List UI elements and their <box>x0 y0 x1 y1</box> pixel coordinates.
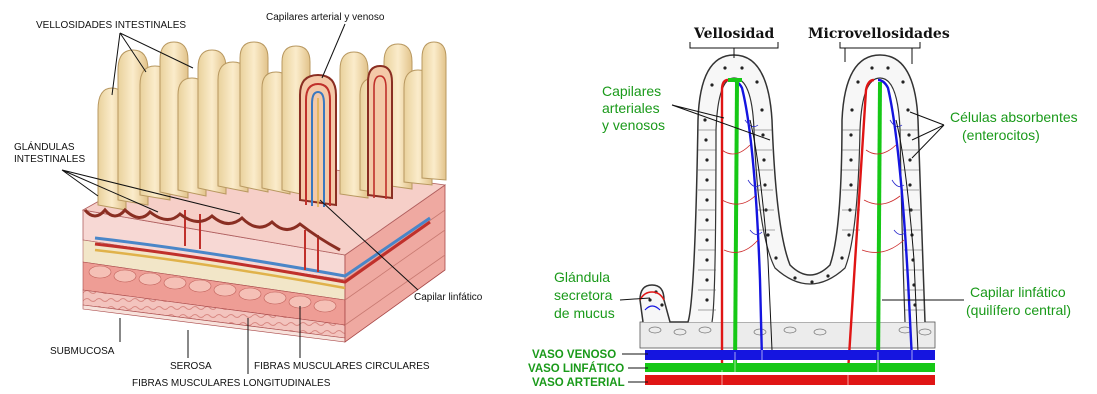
lymphatic-vessel-bar <box>645 363 935 372</box>
label-glands-line1: GLÁNDULAS <box>14 140 75 153</box>
label-lymphatic-line2: (quilífero central) <box>966 302 1071 318</box>
label-venous-vessel: VASO VENOSO <box>532 349 616 361</box>
label-lymphatic-capillary: Capilar linfático <box>414 292 483 303</box>
label-gland-line3: de mucus <box>554 305 615 321</box>
label-absorbent-line2: (enterocitos) <box>962 127 1040 143</box>
villi-group <box>98 42 446 210</box>
label-gland-line2: secretora <box>554 287 613 303</box>
label-capillaries-line2: arteriales <box>602 100 660 116</box>
venous-vessel-bar <box>645 350 935 360</box>
label-capillaries-line3: y venosos <box>602 117 665 133</box>
label-absorbent-line1: Células absorbentes <box>950 109 1078 125</box>
label-gland-line1: Glándula <box>554 269 610 285</box>
lamina-propria-base <box>640 322 935 348</box>
label-capillaries-line1: Capilares <box>602 83 661 99</box>
label-circular-muscle: FIBRAS MUSCULARES CIRCULARES <box>254 361 430 372</box>
label-serosa: SEROSA <box>170 361 212 372</box>
intestinal-wall-block: VELLOSIDADES INTESTINALES Capilares arte… <box>14 12 483 389</box>
villi-schematic: Vellosidad Microvellosidades Capilares a… <box>528 26 1078 389</box>
label-arterial-vessel: VASO ARTERIAL <box>532 377 625 389</box>
label-submucosa: SUBMUCOSA <box>50 346 115 357</box>
header-microvilli: Microvellosidades <box>808 26 950 42</box>
label-lymphatic-line1: Capilar linfático <box>970 284 1066 300</box>
header-villus: Vellosidad <box>693 26 775 42</box>
label-glands-line2: INTESTINALES <box>14 154 85 165</box>
arterial-vessel-bar <box>645 375 935 385</box>
label-capillaries: Capilares arterial y venoso <box>266 12 385 23</box>
label-lymphatic-vessel: VASO LINFÁTICO <box>528 362 624 375</box>
epithelium-inner <box>712 78 905 322</box>
label-villi: VELLOSIDADES INTESTINALES <box>36 20 186 31</box>
label-longitudinal-muscle: FIBRAS MUSCULARES LONGITUDINALES <box>132 378 331 389</box>
